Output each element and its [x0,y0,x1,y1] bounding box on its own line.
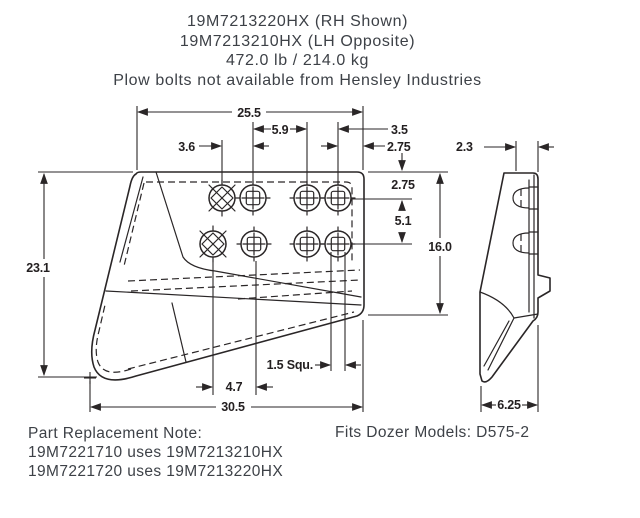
bolt-head-profile [512,231,539,255]
dim-square-hole: 1.5 Squ. [267,252,361,372]
dim-label-overall-width-bottom: 30.5 [221,400,245,414]
dim-label-overall-height: 23.1 [26,261,50,275]
dim-label-side-depth: 6.25 [497,398,521,412]
dim-side-thickness: 2.3 [456,140,554,172]
plow-bolt-hole-crossed-r1 [208,179,236,217]
dim-label-overall-width-top: 25.5 [237,106,261,120]
side-view [479,172,551,383]
part-number-rh: 19M7213220HX (RH Shown) [186,13,409,30]
plow-bolt-hole-square [320,226,356,262]
dim-side-depth: 6.25 [480,325,539,412]
dim-label-square-hole: 1.5 Squ. [267,358,313,372]
plow-bolt-hole-square [236,226,272,262]
part-number-lh: 19M7213210HX (LH Opposite) [179,32,416,50]
note-line-1: 19M7221710 uses 19M7213210HX [28,444,284,461]
plow-bolt-hole-square [320,180,356,216]
dim-overall-height: 23.1 [26,171,133,384]
dim-overall-width-top: 25.5 [136,106,364,170]
plow-bolt-hole-crossed-r2 [199,225,227,263]
note-title: Part Replacement Note: [28,425,203,442]
dim-label-hole-spacing-right: 3.5 [391,123,408,137]
dimensions: 25.5 5.9 3.5 3.6 2.75 [26,106,554,414]
part-replacement-note: Part Replacement Note: 19M7221710 uses 1… [28,424,283,481]
front-view-outline [90,171,365,381]
dim-row2-hole-spacing: 4.7 [196,261,273,395]
bolt-holes [199,179,356,263]
dim-overall-width-bottom: 30.5 [89,320,364,414]
dim-row-spacing: 2.75 5.1 [352,153,415,245]
fits-models: Fits Dozer Models: D575-2 [335,424,530,441]
plow-bolt-hole-square [289,180,325,216]
front-view-hidden-lines [95,181,361,373]
dim-hole-spacing: 5.9 3.5 [252,122,408,184]
part-weight: 472.0 lb / 214.0 kg [225,52,370,69]
drawing-header: 19M7213220HX (RH Shown) 19M7213210HX (LH… [0,12,595,90]
bolt-head-profile [512,186,539,210]
dim-label-hole-spacing-mid: 5.9 [272,123,289,137]
note-line-2: 19M7221720 uses 19M7213220HX [28,463,284,480]
dim-label-top-to-row1: 2.75 [391,178,415,192]
dim-label-plate-height: 16.0 [428,240,452,254]
plow-bolt-note: Plow bolts not available from Hensley In… [113,71,482,89]
dim-label-side-thickness: 2.3 [456,140,473,154]
dim-hole-offsets: 3.6 2.75 [178,140,411,184]
plow-bolt-hole-square [235,180,271,216]
dim-label-row2-hole-spacing: 4.7 [226,380,243,394]
dim-label-row1-to-row2: 5.1 [395,214,412,228]
dim-label-hole-offset-left: 3.6 [178,140,195,154]
plow-bolt-hole-square [289,226,325,262]
front-view [90,171,365,381]
dim-label-edge-offset-right: 2.75 [387,140,411,154]
dim-plate-height: 16.0 [368,171,452,316]
